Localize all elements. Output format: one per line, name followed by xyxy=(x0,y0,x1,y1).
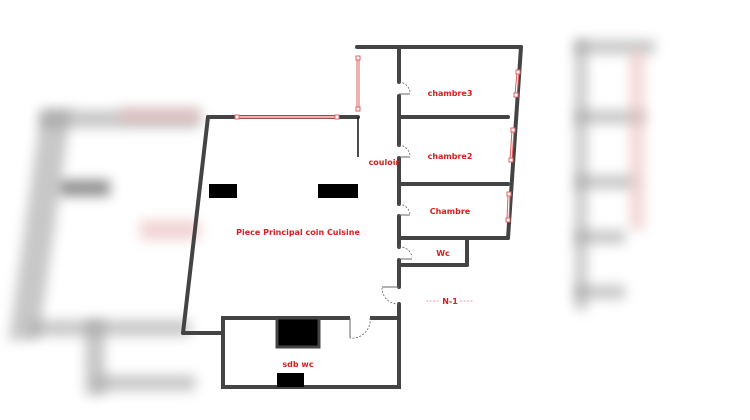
blurred-background-left xyxy=(140,220,200,240)
furniture-block xyxy=(318,184,358,198)
doors xyxy=(349,81,413,339)
blurred-background-left xyxy=(60,180,110,196)
blurred-background-right xyxy=(575,230,625,244)
blurred-background-right xyxy=(575,40,587,310)
label-sdb-wc: sdb wc xyxy=(282,360,313,369)
sink xyxy=(277,373,304,387)
blurred-background-right xyxy=(630,50,644,230)
label-piece-principal: Piece Principal coin Cuisine xyxy=(236,228,360,237)
blurred-background-left xyxy=(120,108,200,122)
blurred-background-right xyxy=(575,175,635,189)
label-couloir: couloir xyxy=(369,158,400,167)
bathtub xyxy=(275,316,321,349)
label-wc: Wc xyxy=(436,249,450,258)
blurred-background-left xyxy=(30,320,190,336)
label-chambre3: chambre3 xyxy=(428,89,473,98)
walls xyxy=(181,45,523,389)
label-level: N-1 xyxy=(442,297,458,306)
label-chambre2: chambre2 xyxy=(428,152,473,161)
windows xyxy=(234,55,521,223)
furniture xyxy=(209,184,358,387)
furniture-block xyxy=(209,184,237,198)
blurred-background-right xyxy=(575,110,645,124)
label-chambre: Chambre xyxy=(430,207,471,216)
blurred-background-right xyxy=(575,285,625,299)
room-labels: chambre3 chambre2 couloir Chambre Wc Pie… xyxy=(236,89,474,369)
blurred-background-left xyxy=(95,375,195,391)
